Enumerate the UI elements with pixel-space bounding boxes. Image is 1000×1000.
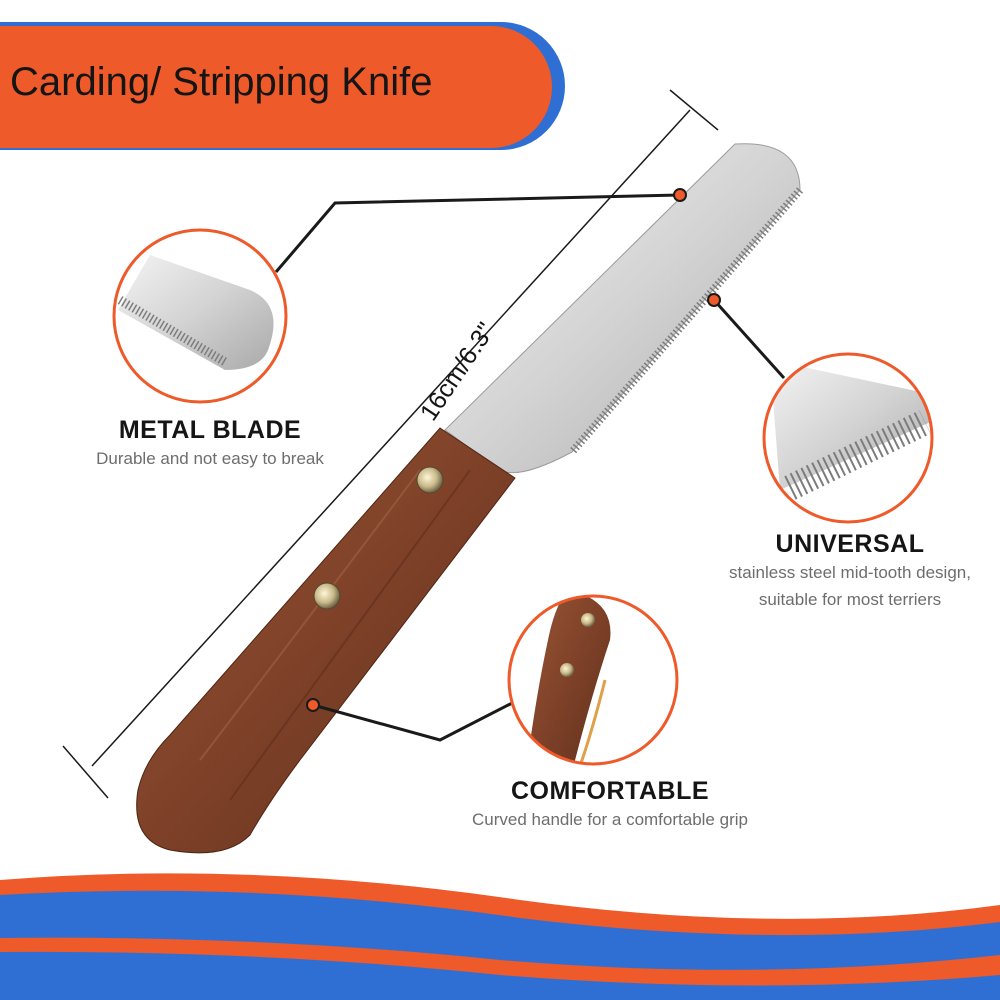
metal-blade-label: METAL BLADE Durable and not easy to brea… (90, 416, 330, 472)
metal-blade-title: METAL BLADE (118, 416, 302, 444)
callout-metal-blade (274, 188, 687, 273)
comfortable-label: COMFORTABLE Curved handle for a comforta… (460, 777, 760, 833)
comfortable-detail-circle (507, 594, 679, 766)
comfortable-subtitle: Curved handle for a comfortable grip (472, 810, 748, 829)
measurement-line (62, 89, 719, 799)
page-title: Carding/ Stripping Knife (10, 60, 433, 104)
title-banner (0, 26, 552, 148)
comfortable-title: COMFORTABLE (510, 777, 710, 805)
universal-label: UNIVERSAL stainless steel mid-tooth desi… (720, 530, 980, 613)
bottom-wave-decoration (0, 873, 1000, 1000)
universal-detail-circle (762, 352, 934, 524)
universal-title: UNIVERSAL (775, 530, 925, 558)
knife-handle (136, 427, 516, 854)
metal-blade-subtitle: Durable and not easy to break (96, 449, 324, 468)
callout-universal (707, 293, 786, 380)
universal-subtitle-line2: suitable for most terriers (758, 590, 942, 609)
callout-comfortable (306, 698, 519, 742)
knife-blade (444, 143, 804, 474)
universal-subtitle-line1: stainless steel mid-tooth design, (729, 563, 971, 582)
metal-blade-detail-circle (112, 228, 288, 404)
